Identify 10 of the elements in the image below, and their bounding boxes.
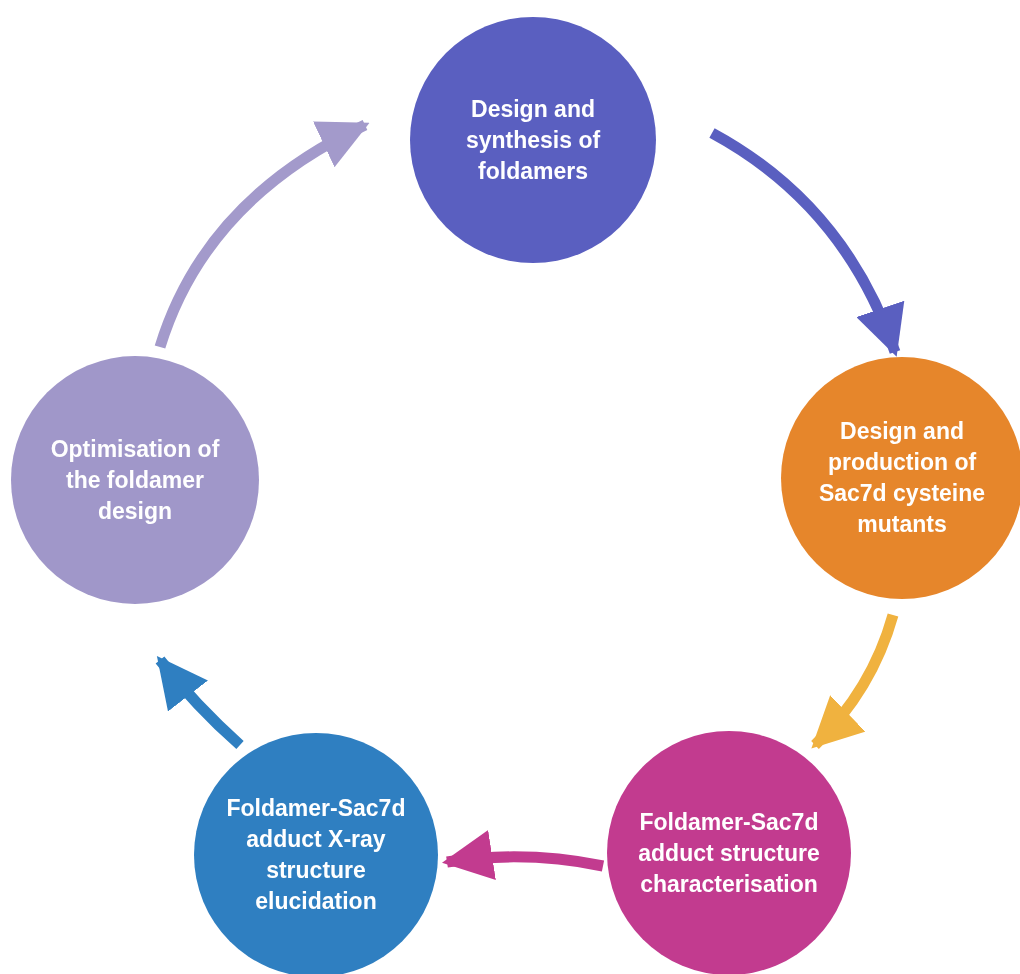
curved-arrow xyxy=(154,120,370,349)
step-label: Foldamer-Sac7d adduct structure characterisation xyxy=(637,807,821,899)
curved-arrow xyxy=(442,830,605,881)
step-label: Foldamer-Sac7d adduct X-ray structure elucidation xyxy=(225,794,407,916)
step-label: Design and production of Sac7d cysteine mutants xyxy=(817,417,987,539)
curved-arrow xyxy=(155,656,244,750)
curved-arrow xyxy=(709,128,903,357)
step-label: Optimisation of the foldamer design xyxy=(49,434,221,526)
curved-arrow xyxy=(811,613,899,749)
step-label: Design and synthesis of foldamers xyxy=(464,94,602,186)
